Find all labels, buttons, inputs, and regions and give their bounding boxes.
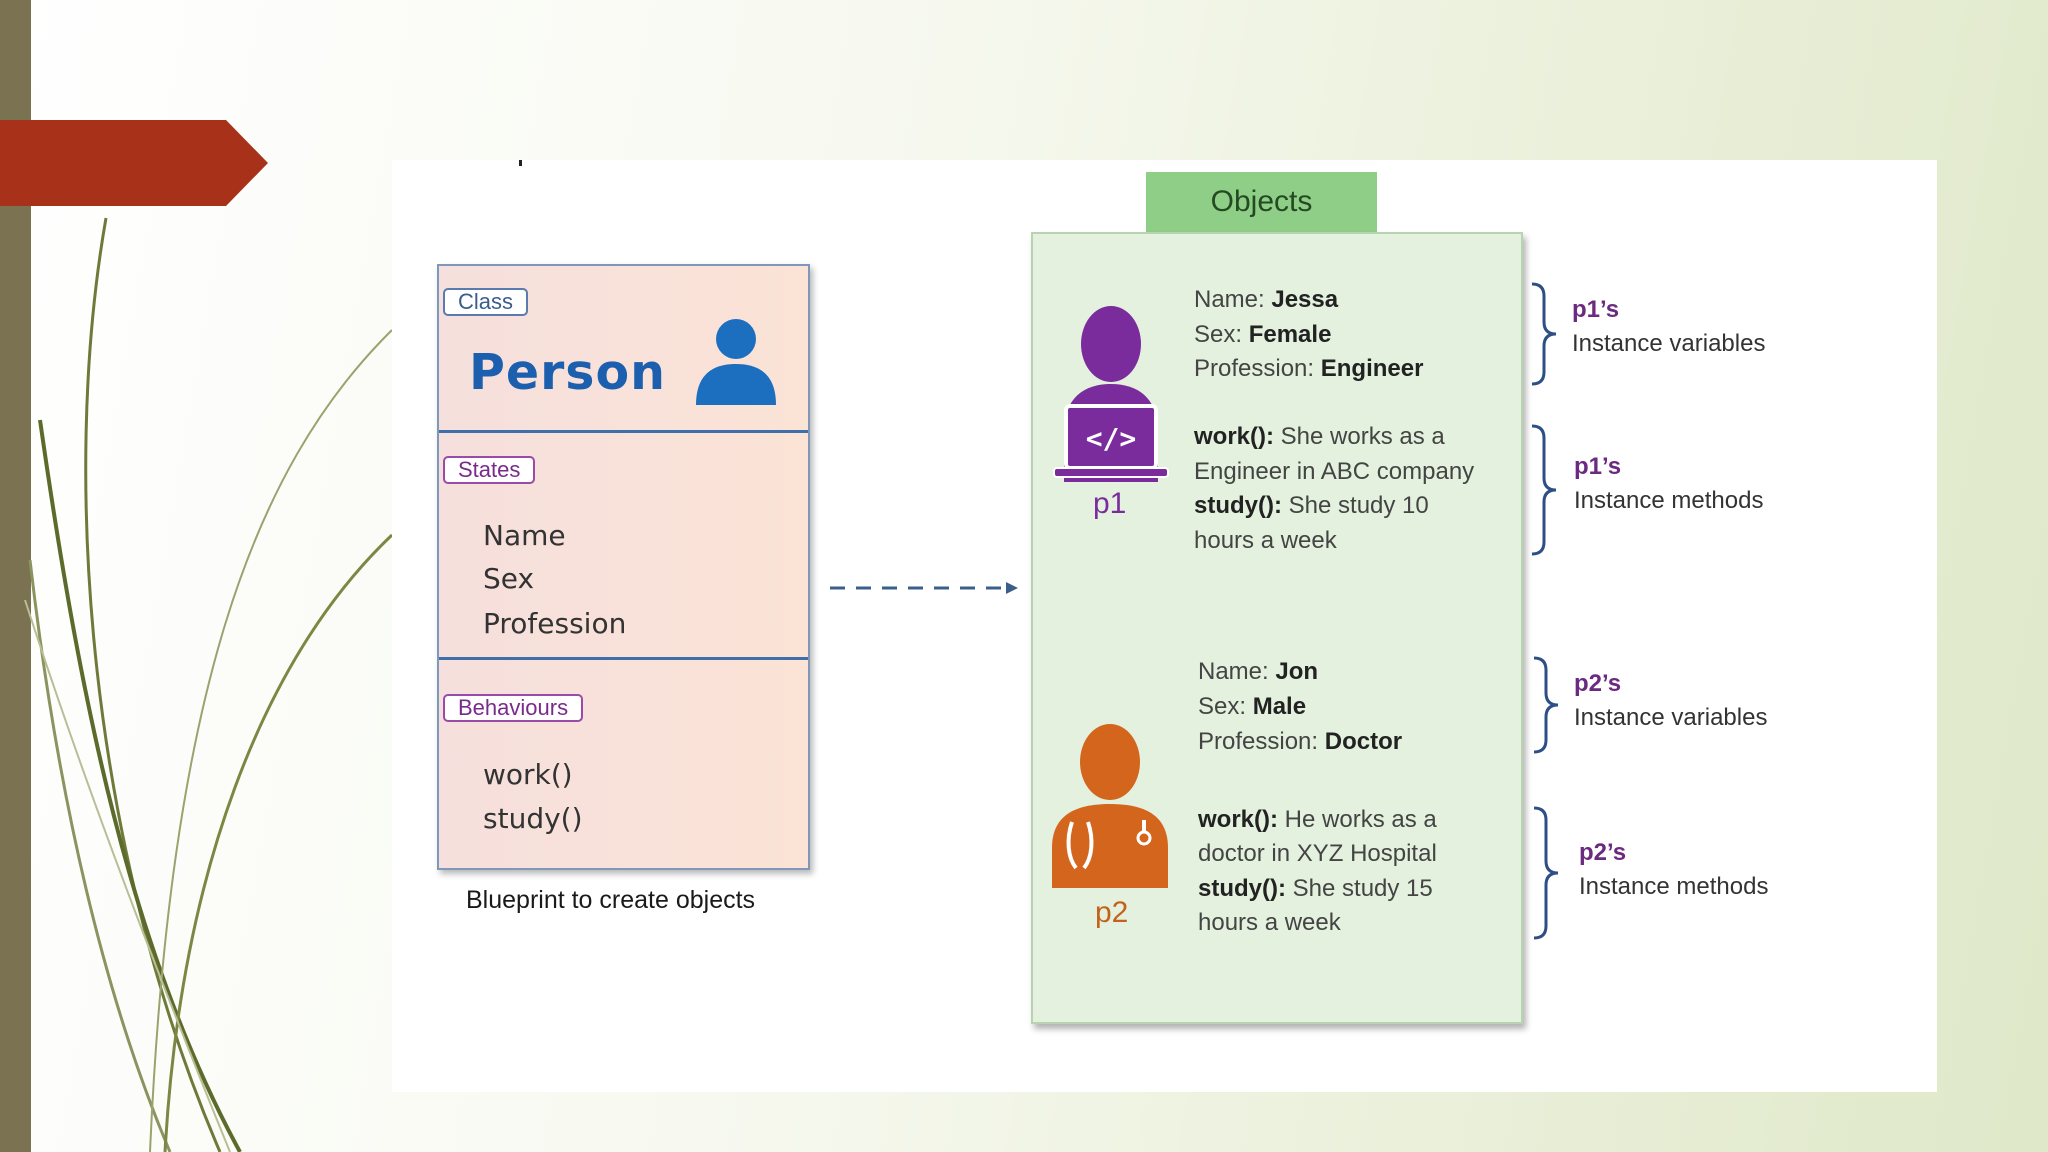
var-value: Jon <box>1275 658 1319 685</box>
behaviour-study: study() <box>483 802 583 835</box>
dashed-arrow <box>830 582 1018 594</box>
annotation-kind: Instance methods <box>1574 487 1764 514</box>
p1-method-study: study(): She study 10 <box>1194 489 1429 524</box>
p1-label: p1 <box>1093 487 1127 520</box>
decorative-curves <box>24 217 394 1152</box>
annotation-owner: p2’s <box>1574 670 1622 697</box>
class-card: Class Person States Name Sex Profession … <box>437 264 810 870</box>
blueprint-caption: Blueprint to create objects <box>466 886 756 914</box>
doctor-stethoscope-icon <box>1052 724 1168 888</box>
annotation-kind: Instance methods <box>1579 873 1769 900</box>
p1-method-work: work(): She works as a <box>1194 420 1445 455</box>
brace-p2-vars <box>1533 656 1559 754</box>
method-desc: She works as a <box>1280 423 1445 450</box>
annotation-owner: p2’s <box>1579 839 1627 866</box>
var-value: Engineer <box>1320 355 1424 382</box>
method-name: study(): <box>1198 875 1286 902</box>
brace-p1-vars <box>1531 282 1557 386</box>
p2-var-sex: Sex: Male <box>1198 690 1306 725</box>
behaviours-tag: Behaviours <box>443 694 584 722</box>
class-name: Person <box>469 344 667 401</box>
p2-method-study: study(): She study 15 <box>1198 872 1433 907</box>
title-arrow-banner <box>0 120 268 206</box>
annotation-kind: Instance variables <box>1574 704 1768 731</box>
state-name: Name <box>483 519 566 552</box>
p1-method-study-cont: hours a week <box>1194 527 1337 554</box>
p2-var-name: Name: Jon <box>1198 655 1318 690</box>
method-name: work(): <box>1194 423 1274 450</box>
annotation-owner: p1’s <box>1574 453 1622 480</box>
panel-mark <box>519 160 522 166</box>
var-key: Profession: <box>1198 728 1319 755</box>
p2-method-work-cont: doctor in XYZ Hospital <box>1198 840 1437 867</box>
p1-method-work-cont: Engineer in ABC company <box>1194 458 1475 485</box>
var-key: Profession: <box>1194 355 1315 382</box>
p2-var-profession: Profession: Doctor <box>1198 725 1402 760</box>
method-desc: She study 15 <box>1292 875 1433 902</box>
objects-header: Objects <box>1146 172 1377 232</box>
card-divider <box>439 657 808 660</box>
var-key: Name: <box>1198 658 1269 685</box>
annotation-p2-methods: p2’s Instance methods <box>1579 836 1768 904</box>
var-value: Doctor <box>1324 728 1403 755</box>
p1-var-sex: Sex: Female <box>1194 318 1331 353</box>
states-tag: States <box>443 456 536 484</box>
developer-laptop-icon: </> <box>1053 306 1169 482</box>
var-value: Jessa <box>1271 286 1339 313</box>
p2-method-study-cont: hours a week <box>1198 909 1341 936</box>
var-value: Female <box>1248 321 1332 348</box>
p1-var-name: Name: Jessa <box>1194 283 1338 318</box>
person-icon <box>696 319 776 405</box>
method-desc: She study 10 <box>1288 492 1429 519</box>
annotation-p1-methods: p1’s Instance methods <box>1574 450 1763 518</box>
method-name: study(): <box>1194 492 1282 519</box>
state-profession: Profession <box>483 607 627 640</box>
annotation-kind: Instance variables <box>1572 330 1766 357</box>
card-divider <box>439 430 808 433</box>
class-tag: Class <box>443 288 529 316</box>
annotation-p2-vars: p2’s Instance variables <box>1574 667 1767 735</box>
var-key: Sex: <box>1194 321 1243 348</box>
var-value: Male <box>1252 693 1307 720</box>
method-name: work(): <box>1198 806 1278 833</box>
annotation-owner: p1’s <box>1572 296 1620 323</box>
behaviour-work: work() <box>483 758 573 791</box>
annotation-p1-vars: p1’s Instance variables <box>1572 293 1765 361</box>
brace-p2-methods <box>1533 806 1559 940</box>
var-key: Name: <box>1194 286 1265 313</box>
method-desc: He works as a <box>1284 806 1437 833</box>
p1-var-profession: Profession: Engineer <box>1194 352 1423 387</box>
p2-label: p2 <box>1095 896 1129 929</box>
p2-method-work: work(): He works as a <box>1198 803 1437 838</box>
brace-p1-methods <box>1531 424 1557 556</box>
var-key: Sex: <box>1198 693 1247 720</box>
svg-text:</>: </> <box>1086 422 1137 455</box>
state-sex: Sex <box>483 562 535 595</box>
